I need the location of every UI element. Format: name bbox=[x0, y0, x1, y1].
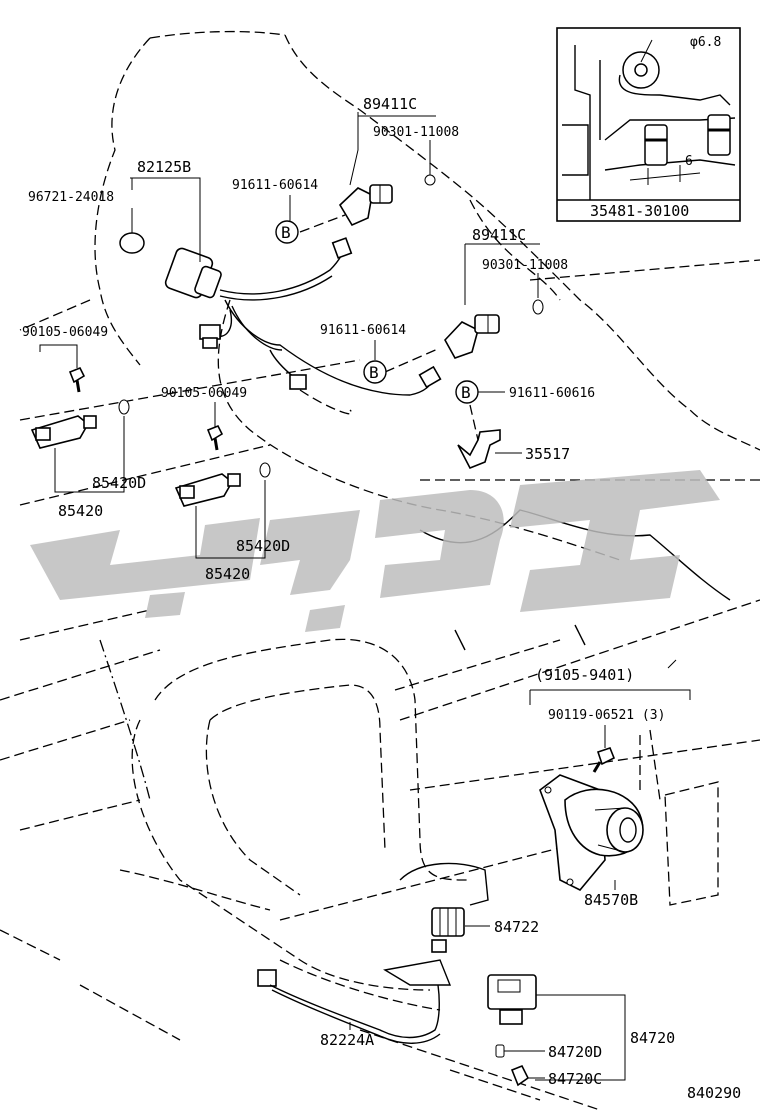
label-35517: 35517 bbox=[525, 445, 570, 463]
label-84720d: 84720D bbox=[548, 1043, 602, 1061]
watermark-logo bbox=[30, 470, 720, 632]
label-84720c: 84720C bbox=[548, 1070, 602, 1088]
bolt-90119 bbox=[592, 747, 616, 773]
label-85420d-b: 85420D bbox=[236, 537, 290, 555]
label-85420d-a: 85420D bbox=[92, 474, 146, 492]
leader-lines bbox=[39, 112, 691, 1081]
label-90301-top: 90301-11008 bbox=[373, 125, 459, 140]
label-84720: 84720 bbox=[630, 1029, 675, 1047]
bracket-dashed-right bbox=[639, 729, 719, 906]
switch-84720 bbox=[487, 974, 537, 1087]
inset-detail: 6 φ6.8 35481-30100 bbox=[556, 27, 741, 222]
callout-b-1: B bbox=[275, 220, 299, 244]
label-85420-b: 85420 bbox=[205, 565, 250, 583]
grommet-96721 bbox=[119, 232, 145, 254]
callout-b-3-letter: B bbox=[461, 383, 471, 402]
label-84722: 84722 bbox=[494, 918, 539, 936]
switch-84722 bbox=[383, 907, 465, 986]
sensor-85420-b bbox=[174, 462, 271, 507]
callout-b-3: B bbox=[455, 380, 479, 404]
label-91611-b: 91611-60614 bbox=[320, 323, 406, 338]
wire-82224a bbox=[257, 969, 441, 1044]
body-outline-upper bbox=[19, 30, 760, 601]
seat-frame bbox=[99, 624, 586, 991]
wire-harness-82125b bbox=[164, 237, 442, 396]
label-82224a: 82224A bbox=[320, 1031, 374, 1049]
sensor-85420-a bbox=[30, 399, 130, 449]
inset-dimension-diameter: φ6.8 bbox=[690, 35, 721, 50]
footer-code: 840290 bbox=[687, 1084, 741, 1102]
callout-b-2-letter: B bbox=[369, 363, 379, 382]
label-91611-c: 91611-60616 bbox=[509, 386, 595, 401]
callout-b-1-letter: B bbox=[281, 223, 291, 242]
label-85420-a: 85420 bbox=[58, 502, 103, 520]
label-90105-b: 90105-06049 bbox=[161, 386, 247, 401]
bolt-90105-a bbox=[68, 366, 86, 393]
label-90301-mid: 90301-11008 bbox=[482, 258, 568, 273]
label-90119: 90119-06521 (3) bbox=[548, 708, 665, 723]
body-outline-lower bbox=[0, 599, 760, 1111]
part-labels: 89411C 90301-11008 82125B 96721-24018 91… bbox=[22, 95, 741, 1102]
label-96721: 96721-24018 bbox=[28, 190, 114, 205]
label-89411c-top: 89411C bbox=[363, 95, 417, 113]
label-91611-a: 91611-60614 bbox=[232, 178, 318, 193]
inset-part-number: 35481-30100 bbox=[590, 202, 689, 220]
label-date-range: (9105-9401) bbox=[535, 666, 634, 684]
label-84570b: 84570B bbox=[584, 891, 638, 909]
bolt-90105-b bbox=[206, 424, 224, 451]
clamp-35517 bbox=[457, 429, 501, 470]
sensor-89411c-mid bbox=[444, 299, 544, 359]
sensor-89411c-top bbox=[338, 174, 436, 227]
callout-b-2: B bbox=[363, 360, 387, 384]
actuator-84570b bbox=[539, 774, 644, 891]
inset-dimension-width: 6 bbox=[685, 154, 693, 169]
label-89411c-mid: 89411C bbox=[472, 226, 526, 244]
label-90105-a: 90105-06049 bbox=[22, 325, 108, 340]
label-82125b: 82125B bbox=[137, 158, 191, 176]
